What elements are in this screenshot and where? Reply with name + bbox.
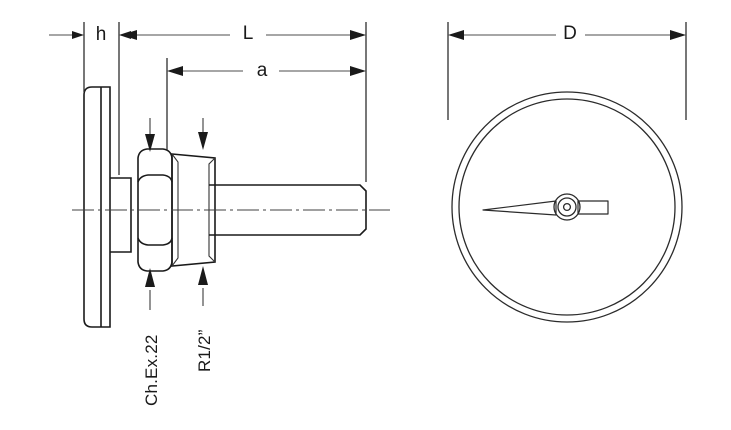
dimension-D-label: D (563, 23, 577, 44)
dimension-a: a (166, 58, 366, 150)
callout-hex-label: Ch.Ex.22 (142, 334, 161, 406)
dimension-h-label: h (96, 24, 107, 45)
callout-hex-across-flats: Ch.Ex.22 (142, 118, 161, 406)
gauge-case-outer-circle (451, 91, 683, 323)
case-boss (110, 177, 132, 253)
dimension-a-label: a (257, 60, 268, 81)
dimension-L-label: L (243, 23, 254, 44)
pointer-needle (482, 200, 609, 216)
front-face-view (451, 91, 683, 323)
dimension-h: h (49, 22, 136, 175)
dimension-D: D (447, 22, 687, 120)
gauge-bezel-inner-circle (458, 98, 676, 316)
dimension-L: L (121, 22, 367, 182)
gauge-stem (209, 184, 367, 236)
callout-thread-label: R1/2” (195, 329, 214, 372)
gauge-case-body (83, 86, 111, 328)
side-elevation-view (72, 86, 390, 328)
callout-thread-size: R1/2” (195, 118, 214, 372)
needle-hub (553, 193, 581, 221)
